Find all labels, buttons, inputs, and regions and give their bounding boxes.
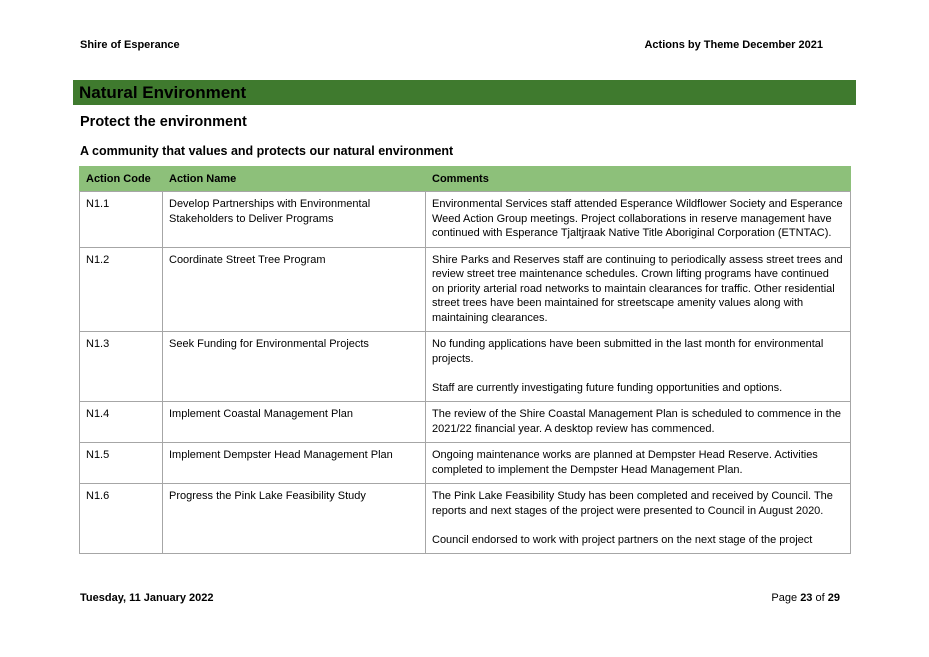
action-name-cell: Coordinate Street Tree Program bbox=[162, 246, 426, 332]
table-body: N1.1 Develop Partnerships with Environme… bbox=[79, 191, 851, 554]
action-code-cell: N1.5 bbox=[79, 442, 163, 484]
table-row: N1.6 Progress the Pink Lake Feasibility … bbox=[79, 483, 851, 554]
page-prefix: Page bbox=[771, 592, 798, 604]
column-header-action-name: Action Name bbox=[162, 166, 426, 192]
theme-heading: Natural Environment bbox=[73, 80, 856, 105]
table-row: N1.2 Coordinate Street Tree Program Shir… bbox=[79, 246, 851, 332]
actions-table: Action Code Action Name Comments N1.1 De… bbox=[79, 166, 851, 554]
header-report-title: Actions by Theme December 2021 bbox=[644, 39, 823, 51]
action-code-cell: N1.1 bbox=[79, 191, 163, 248]
column-header-action-code: Action Code bbox=[79, 166, 163, 192]
page-of: of bbox=[815, 592, 825, 604]
page-current: 23 bbox=[800, 592, 813, 604]
comments-cell: Environmental Services staff attended Es… bbox=[425, 191, 851, 248]
comments-cell: No funding applications have been submit… bbox=[425, 331, 851, 402]
table-row: N1.1 Develop Partnerships with Environme… bbox=[79, 191, 851, 248]
comments-cell: Shire Parks and Reserves staff are conti… bbox=[425, 246, 851, 332]
table-header-row: Action Code Action Name Comments bbox=[79, 166, 851, 192]
outcome-heading: A community that values and protects our… bbox=[80, 144, 454, 158]
comments-cell: Ongoing maintenance works are planned at… bbox=[425, 442, 851, 484]
goal-heading: Protect the environment bbox=[80, 114, 247, 130]
action-code-cell: N1.2 bbox=[79, 246, 163, 332]
action-name-cell: Implement Dempster Head Management Plan bbox=[162, 442, 426, 484]
comments-cell: The Pink Lake Feasibility Study has been… bbox=[425, 483, 851, 554]
table-row: N1.4 Implement Coastal Management Plan T… bbox=[79, 401, 851, 443]
action-name-cell: Progress the Pink Lake Feasibility Study bbox=[162, 483, 426, 554]
footer-date: Tuesday, 11 January 2022 bbox=[80, 592, 214, 604]
column-header-comments: Comments bbox=[425, 166, 851, 192]
table-header: Action Code Action Name Comments bbox=[79, 166, 851, 192]
comments-cell: The review of the Shire Coastal Manageme… bbox=[425, 401, 851, 443]
action-code-cell: N1.4 bbox=[79, 401, 163, 443]
footer-page-number: Page 23 of 29 bbox=[771, 592, 840, 604]
table-row: N1.3 Seek Funding for Environmental Proj… bbox=[79, 331, 851, 402]
page-total: 29 bbox=[827, 592, 840, 604]
action-code-cell: N1.6 bbox=[79, 483, 163, 554]
action-name-cell: Develop Partnerships with Environmental … bbox=[162, 191, 426, 248]
action-name-cell: Implement Coastal Management Plan bbox=[162, 401, 426, 443]
header-organisation: Shire of Esperance bbox=[80, 39, 180, 51]
table-row: N1.5 Implement Dempster Head Management … bbox=[79, 442, 851, 484]
action-name-cell: Seek Funding for Environmental Projects bbox=[162, 331, 426, 402]
action-code-cell: N1.3 bbox=[79, 331, 163, 402]
